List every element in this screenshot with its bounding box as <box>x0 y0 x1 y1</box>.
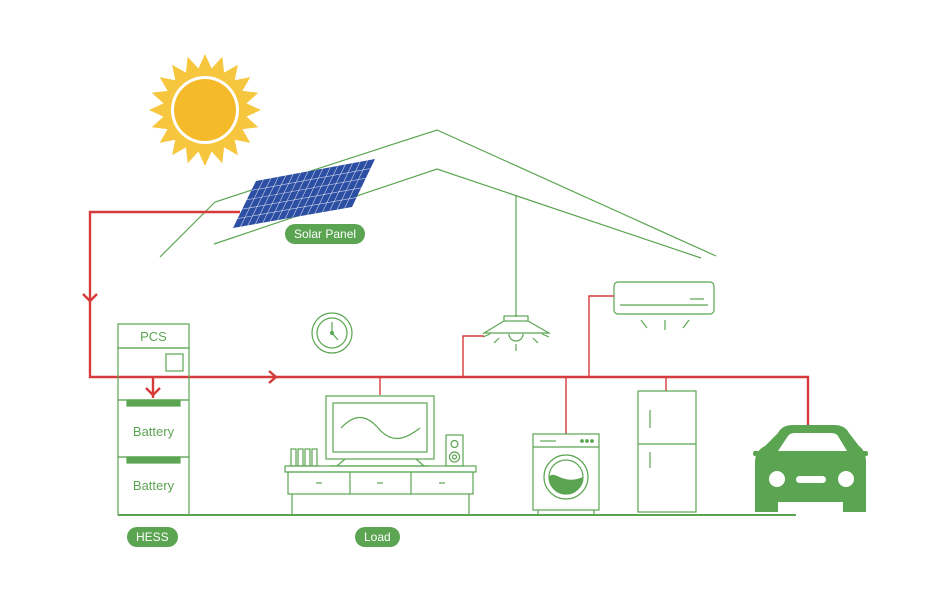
battery-top-label: Battery <box>132 424 175 439</box>
house-roof <box>159 129 717 259</box>
speaker-icon <box>445 434 464 467</box>
load-connectors <box>379 295 667 434</box>
air-conditioner-icon <box>613 281 715 330</box>
car-icon <box>753 425 868 512</box>
washing-machine-icon <box>532 433 600 514</box>
sun-icon <box>149 54 261 166</box>
pcs-label: PCS <box>140 329 167 344</box>
solar-panel-icon <box>233 159 375 228</box>
clock-icon <box>311 312 353 354</box>
hess-label: HESS <box>127 527 178 547</box>
power-flow-line <box>82 210 810 425</box>
tv-cabinet <box>284 465 477 515</box>
load-label: Load <box>355 527 400 547</box>
solar-panel-label: Solar Panel <box>285 224 366 244</box>
tv-icon <box>325 395 435 467</box>
battery-bottom-label: Battery <box>132 478 175 493</box>
shelf-bottles <box>290 448 318 467</box>
refrigerator-icon <box>637 390 697 513</box>
ceiling-lamp-icon <box>481 195 552 351</box>
